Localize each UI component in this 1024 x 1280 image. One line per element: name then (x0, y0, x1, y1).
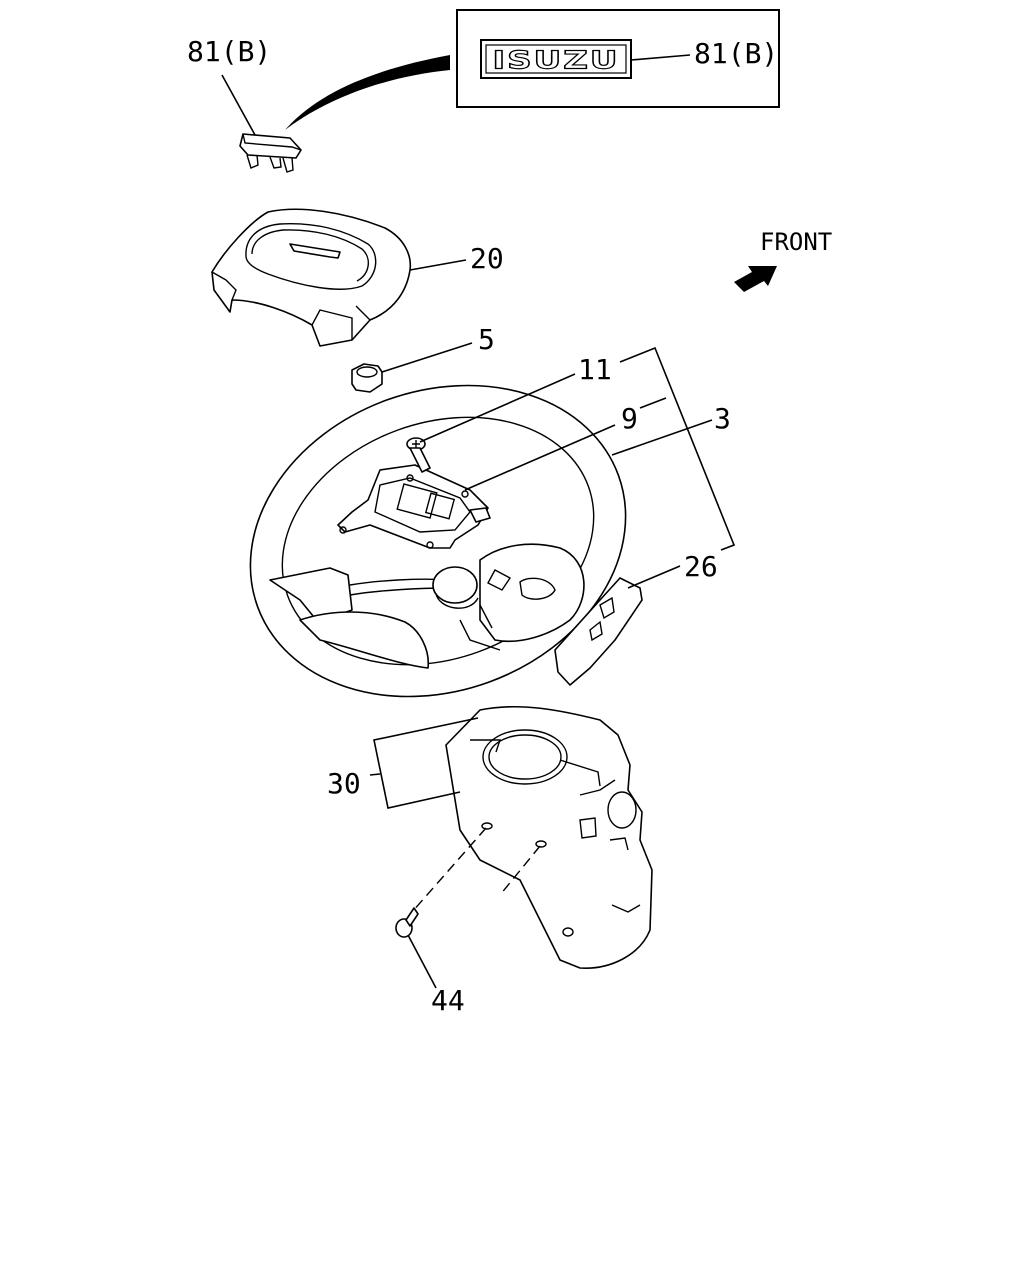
switch-cover-part: 26 (554, 550, 718, 686)
detail-arrow-curve (285, 55, 450, 130)
emblem-detail-box: ISUZU 81(B) (456, 9, 780, 108)
callout-bolt: 11 (578, 353, 612, 386)
bolt-part: 11 (406, 353, 612, 473)
callout-horn-pad: 20 (470, 242, 504, 275)
emblem-clip-part: 81(B) (187, 35, 302, 173)
front-direction-indicator: FRONT (734, 228, 832, 292)
plate-part: 9 (337, 402, 638, 549)
column-cover-part: 30 (327, 705, 653, 969)
horn-pad-part: 20 (211, 208, 504, 347)
isuzu-logo-text: ISUZU (493, 46, 620, 74)
nut-part: 5 (351, 323, 495, 393)
callout-emblem-part: 81(B) (187, 35, 271, 68)
assembly-bracket (619, 346, 736, 551)
callout-wheel-assy: 26 (684, 550, 718, 583)
front-arrow-icon (734, 266, 777, 292)
callout-screw: 44 (431, 984, 465, 1017)
callout-wheel: 3 (714, 402, 731, 435)
callout-nut: 5 (478, 323, 495, 356)
callout-emblem-detail: 81(B) (694, 37, 778, 70)
callout-column-cover: 30 (327, 767, 361, 800)
screw-part: 44 (395, 827, 541, 1017)
steering-wheel-part: 3 (249, 384, 731, 698)
front-label: FRONT (760, 228, 832, 256)
callout-plate: 9 (621, 402, 638, 435)
